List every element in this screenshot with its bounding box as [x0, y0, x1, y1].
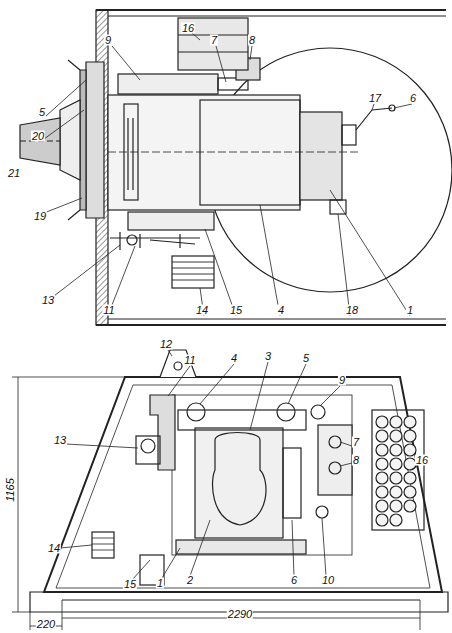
callout-number: 17	[368, 93, 382, 104]
callout-number: 13	[41, 295, 55, 306]
callout-number: 19	[33, 211, 47, 222]
callout-number: 8	[248, 35, 256, 46]
callout-number: 8	[352, 455, 360, 466]
callout-number: 10	[321, 575, 335, 586]
callout-number: 2	[186, 575, 194, 586]
callout-number: 16	[181, 23, 195, 34]
callout-number: 15	[229, 305, 243, 316]
callout-number: 7	[352, 437, 360, 448]
callout-number: 5	[302, 353, 310, 364]
callout-number: 6	[290, 575, 298, 586]
callout-number: 16	[415, 455, 429, 466]
callout-number: 18	[345, 305, 359, 316]
callout-number: 5	[38, 107, 46, 118]
callout-number: 20	[31, 131, 45, 142]
callout-number: 9	[338, 375, 346, 386]
callout-number: 14	[195, 305, 209, 316]
callout-number: 3	[264, 351, 272, 362]
callout-number: 11	[102, 305, 115, 316]
callout-number: 4	[230, 353, 238, 364]
callout-number: 4	[277, 305, 285, 316]
callout-number: 11	[183, 355, 196, 366]
callout-number: 1	[156, 578, 164, 589]
callout-number: 7	[210, 35, 218, 46]
dimension-label: 2290	[227, 609, 253, 620]
callout-number: 9	[104, 35, 112, 46]
dimension-label: 220	[36, 619, 56, 630]
callout-number: 13	[53, 435, 67, 446]
dimension-label: 1165	[5, 477, 16, 503]
callout-number: 14	[47, 543, 61, 554]
callout-number: 12	[159, 339, 173, 350]
callout-number: 6	[409, 93, 417, 104]
callout-number: 1	[406, 305, 414, 316]
callout-number: 15	[123, 579, 137, 590]
callout-number: 21	[7, 168, 21, 179]
